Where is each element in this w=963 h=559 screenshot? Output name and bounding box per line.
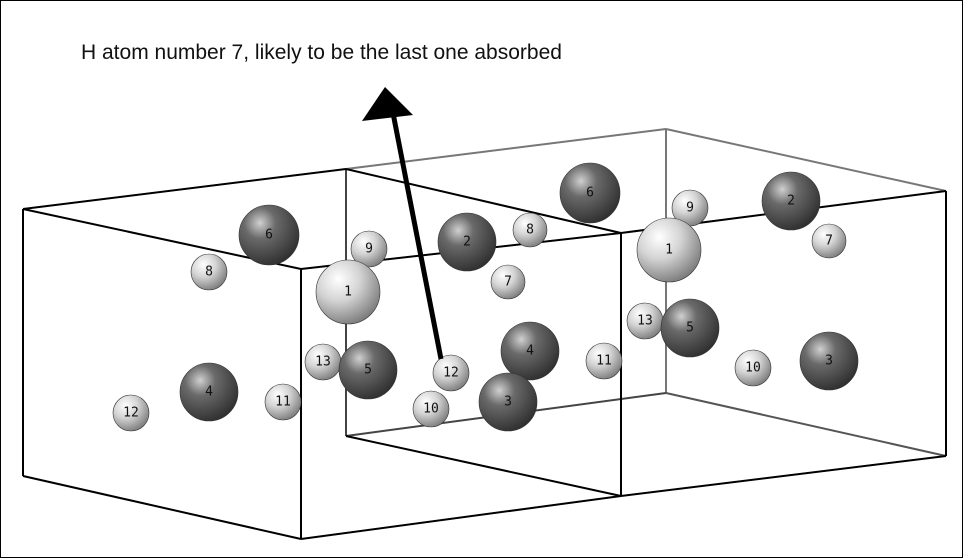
hydrogen-atom: 12 <box>112 394 150 432</box>
metal-atom: 5 <box>660 298 720 358</box>
atom-label: 10 <box>423 402 439 417</box>
metal-atom: 3 <box>478 372 538 432</box>
atom-sphere <box>338 340 398 400</box>
hydrogen-atom: 8 <box>190 253 228 291</box>
atom-sphere <box>350 230 388 268</box>
cell-edge <box>300 495 622 540</box>
hydrogen-atom: 9 <box>350 230 388 268</box>
atom-label: 13 <box>315 355 331 370</box>
atom-label: 7 <box>504 275 512 290</box>
atom-label: 3 <box>825 354 833 369</box>
metal-atom: 6 <box>559 162 621 224</box>
atom-sphere <box>585 342 623 380</box>
atom-sphere <box>512 212 548 248</box>
atom-label: 10 <box>745 361 761 376</box>
atom-label: 4 <box>526 344 534 359</box>
atom-label: 2 <box>787 194 795 209</box>
metal-atom: 3 <box>799 331 859 391</box>
atom-label: 12 <box>443 366 459 381</box>
atom-label: 6 <box>265 228 273 243</box>
atom-label: 6 <box>586 186 594 201</box>
cell-edge <box>22 168 347 210</box>
cell-edge <box>22 475 302 540</box>
metal-atom: 2 <box>761 171 821 231</box>
hydrogen-atom: 13 <box>304 343 342 381</box>
atom-sphere <box>500 321 560 381</box>
cell-edge <box>345 435 622 497</box>
hydrogen-atom: 10 <box>412 390 450 428</box>
atom-sphere <box>437 212 497 272</box>
metal-atom: 4 <box>500 321 560 381</box>
atom-sphere <box>238 204 300 266</box>
atom-label: 8 <box>526 223 534 238</box>
hydrogen-atom: 8 <box>512 212 548 248</box>
atom-label: 3 <box>504 395 512 410</box>
hydrogen-atom: 7 <box>490 264 526 300</box>
atom-label: 8 <box>205 265 213 280</box>
metal-atom: 6 <box>238 204 300 266</box>
atom-label: 9 <box>686 201 694 216</box>
atom-sphere <box>660 298 720 358</box>
atom-label: 1 <box>665 243 673 258</box>
metal-atom: 5 <box>338 340 398 400</box>
atom-sphere <box>734 349 772 387</box>
atom-sphere <box>811 223 847 259</box>
cell-edge <box>345 128 667 170</box>
hydrogen-atom: 13 <box>626 302 664 340</box>
annotation-text: H atom number 7, likely to be the last o… <box>81 41 562 64</box>
atom-label: 9 <box>365 242 373 257</box>
cell-edge <box>665 128 947 192</box>
hydrogen-atom: 7 <box>811 223 847 259</box>
arrow-head <box>362 87 413 121</box>
hydrogen-atom: 11 <box>264 383 302 421</box>
hydrogen-atom: 1 <box>636 217 702 283</box>
hydrogen-atom: 10 <box>734 349 772 387</box>
hydrogen-atom: 9 <box>671 189 709 227</box>
hydrogen-atom: 1 <box>315 259 381 325</box>
atom-label: 11 <box>596 354 612 369</box>
atom-sphere <box>412 390 450 428</box>
atom-sphere <box>315 259 381 325</box>
atom-label: 4 <box>205 385 213 400</box>
atom-label: 2 <box>463 235 471 250</box>
atom-label: 7 <box>825 234 833 249</box>
arrow-shaft <box>390 112 444 360</box>
cell-edge <box>620 455 947 497</box>
hydrogen-atom: 11 <box>585 342 623 380</box>
hydrogen-atom: 12 <box>432 354 470 392</box>
atom-sphere <box>432 354 470 392</box>
atom-label: 13 <box>637 314 653 329</box>
atom-sphere <box>112 394 150 432</box>
atom-sphere <box>264 383 302 421</box>
atom-sphere <box>179 362 239 422</box>
atom-label: 11 <box>275 395 291 410</box>
atom-label: 1 <box>344 285 352 300</box>
atom-sphere <box>559 162 621 224</box>
cell-edge <box>665 392 947 457</box>
atom-sphere <box>478 372 538 432</box>
metal-atom: 4 <box>179 362 239 422</box>
metal-atom: 2 <box>437 212 497 272</box>
atom-sphere <box>636 217 702 283</box>
atom-sphere <box>761 171 821 231</box>
atom-label: 5 <box>686 321 694 336</box>
cell-edge <box>345 168 622 234</box>
atom-sphere <box>799 331 859 391</box>
pointer-arrow <box>362 87 444 360</box>
atom-sphere <box>190 253 228 291</box>
atom-label: 5 <box>364 363 372 378</box>
atom-sphere <box>490 264 526 300</box>
atom-label: 12 <box>123 406 139 421</box>
